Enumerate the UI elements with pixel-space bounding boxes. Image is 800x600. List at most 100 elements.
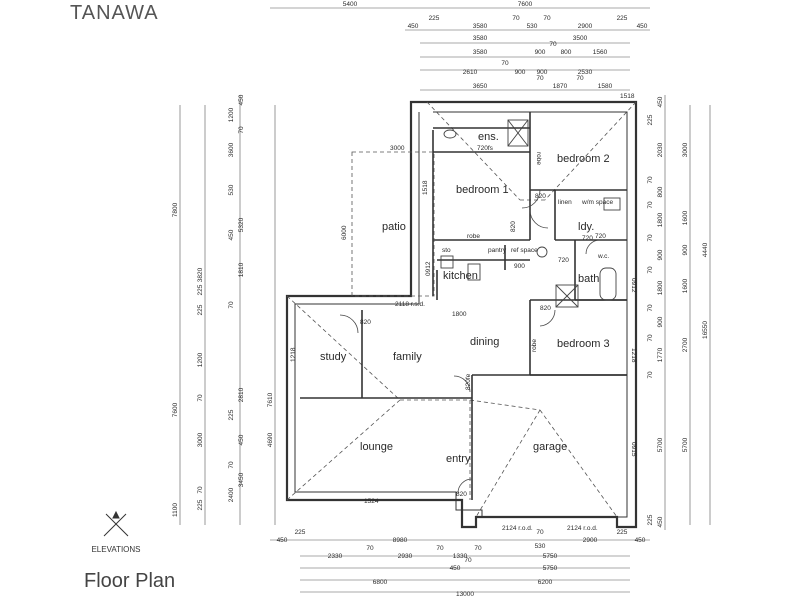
elevations-compass-icon <box>103 510 129 537</box>
label-wc: w.c. <box>597 253 609 260</box>
dim-top-r5-1: 70 <box>501 60 509 67</box>
room-bath: bath <box>578 273 599 285</box>
room-family: family <box>393 351 422 363</box>
dim-top-r4-3: 800 <box>561 49 572 56</box>
dim-bot-r2-3: 70 <box>436 545 444 552</box>
dim-right-c1-3: 70 <box>647 176 654 184</box>
note-rod-1: 2124 r.o.d. <box>502 525 533 532</box>
dim-left-c2-6: 225 <box>197 499 204 510</box>
dim-bot-r3-1: 70 <box>464 557 472 564</box>
room-bedroom-3: bedroom 3 <box>557 338 610 350</box>
dim-right-c1-11: 70 <box>647 304 654 312</box>
dim-top-r2-5: 2900 <box>578 23 593 30</box>
dim-top-r2-4: 70 <box>543 15 551 22</box>
dim-left-c3-11: 450 <box>238 434 245 445</box>
dim-top-r4-2: 70 <box>549 41 557 48</box>
dim-left-c2-8: 70 <box>228 461 235 469</box>
plan-title: TANAWA <box>70 2 159 24</box>
dims-left: 7800 7600 225 1200 70 3000 70 450 1200 7… <box>172 94 274 517</box>
room-ldy: ldy. <box>578 221 594 233</box>
dim-top-r6-0: 70 <box>576 75 584 82</box>
dim-right-c2-1: 1600 <box>682 210 689 225</box>
dim-right-c1-14: 1770 <box>657 347 664 362</box>
dim-top-r2b-0: 530 <box>527 23 538 30</box>
dim-left-c3-7: 1810 <box>238 262 245 277</box>
dim-right-c1-15: 70 <box>647 371 654 379</box>
note-720-a: 720 <box>558 257 569 264</box>
dim-right-c1-7: 70 <box>647 234 654 242</box>
note-820-a: 820 <box>535 193 546 200</box>
room-bedroom-2: bedroom 2 <box>557 153 610 165</box>
dim-top-r7-1: 1870 <box>553 83 568 90</box>
room-labels: ens. bedroom 2 bedroom 1 patio ldy. kitc… <box>320 131 610 465</box>
dim-bot-r2-4: 1330 <box>453 553 468 560</box>
note-820-d: 820 <box>456 491 467 498</box>
room-ens: ens. <box>478 131 499 143</box>
dim-top-r2-0: 450 <box>408 23 419 30</box>
dim-left-c2-2: 70 <box>197 394 204 402</box>
note-820-b: 820 <box>360 319 371 326</box>
dim-top-r2-3: 70 <box>512 15 520 22</box>
dim-top-r2-2: 3580 <box>473 23 488 30</box>
dim-top-r4-0: 3580 <box>473 49 488 56</box>
note-6000: 6000 <box>341 225 348 240</box>
note-3000: 3000 <box>390 145 405 152</box>
label-pantry: pantry <box>488 247 507 254</box>
dim-right-c1-0: 450 <box>657 96 664 107</box>
floor-plan-label: Floor Plan <box>84 570 176 592</box>
dim-right-c2-6: 5700 <box>682 437 689 452</box>
note-0912-a: 0912 <box>425 261 432 276</box>
label-linen: linen <box>558 199 572 206</box>
dim-bot-r5-0: 13000 <box>456 591 474 598</box>
dim-left-c2-7: 3450 <box>238 472 245 487</box>
dim-top-r3-1: 3500 <box>573 35 588 42</box>
dim-left-outer-1: 7600 <box>172 402 179 417</box>
dim-top-r3-0: 3580 <box>473 35 488 42</box>
note-0915: 0915 <box>630 442 637 457</box>
dim-bot-r1-4: 225 <box>617 529 628 536</box>
dim-bot-r3-0: 450 <box>450 565 461 572</box>
dim-top-r7-0: 3650 <box>473 83 488 90</box>
dim-left-c2-9: 3820 <box>197 267 204 282</box>
roof-lines <box>286 101 637 518</box>
dim-left-outer-0: 7800 <box>172 202 179 217</box>
dim-left-c2-1: 1200 <box>197 352 204 367</box>
note-1218-b: 1218 <box>630 348 637 363</box>
dims-right: 450 225 2030 70 800 70 1800 70 900 70 18… <box>647 96 709 527</box>
dim-right-c1-10: 1800 <box>657 280 664 295</box>
dim-left-c3-1: 1200 <box>228 107 235 122</box>
note-1524: 1524 <box>364 498 379 505</box>
dim-top-r7-2: 1580 <box>598 83 613 90</box>
label-robe-2: robe <box>535 152 542 165</box>
dim-bot-r1b-2: 450 <box>635 537 646 544</box>
dim-top-r4-1: 900 <box>535 49 546 56</box>
dim-bot-r2-6: 5750 <box>543 553 558 560</box>
room-patio: patio <box>382 221 406 233</box>
dims-bottom: 225 8980 70 2900 225 450 530 450 2330 70… <box>277 529 646 598</box>
dim-right-c2-4: 1600 <box>682 278 689 293</box>
dim-top-r5-4: 2530 <box>578 69 593 76</box>
dim-left-c3-2: 70 <box>238 126 245 134</box>
dimension-lines <box>179 7 711 593</box>
dim-left-c2-5: 2400 <box>228 487 235 502</box>
room-kitchen: kitchen <box>443 270 478 282</box>
dim-left-c3-6: 450 <box>228 229 235 240</box>
patio-outline <box>351 151 435 297</box>
dim-right-c1-6: 1800 <box>657 212 664 227</box>
dim-right-c3-0: 16550 <box>702 321 709 339</box>
dim-top-r5-0: 2610 <box>463 69 478 76</box>
note-rsd: 2118 r.s.d. <box>395 301 425 308</box>
note-0912-b: 0912 <box>630 278 637 293</box>
note-820fe: 820fe <box>465 373 472 390</box>
dim-left-c4-0: 7610 <box>267 392 274 407</box>
label-robe-1: robe <box>467 233 480 240</box>
dim-bot-r2-1: 70 <box>366 545 374 552</box>
dim-right-c1-9: 70 <box>647 266 654 274</box>
dim-right-c1-5: 70 <box>647 201 654 209</box>
note-820-c: 820 <box>540 305 551 312</box>
dim-top-r8-0: 70 <box>536 75 544 82</box>
dim-right-c1-13: 70 <box>647 334 654 342</box>
dim-right-c2-3: 900 <box>682 244 689 255</box>
dim-left-c2-10: 225 <box>197 284 204 295</box>
note-1518-top: 1518 <box>620 93 635 100</box>
